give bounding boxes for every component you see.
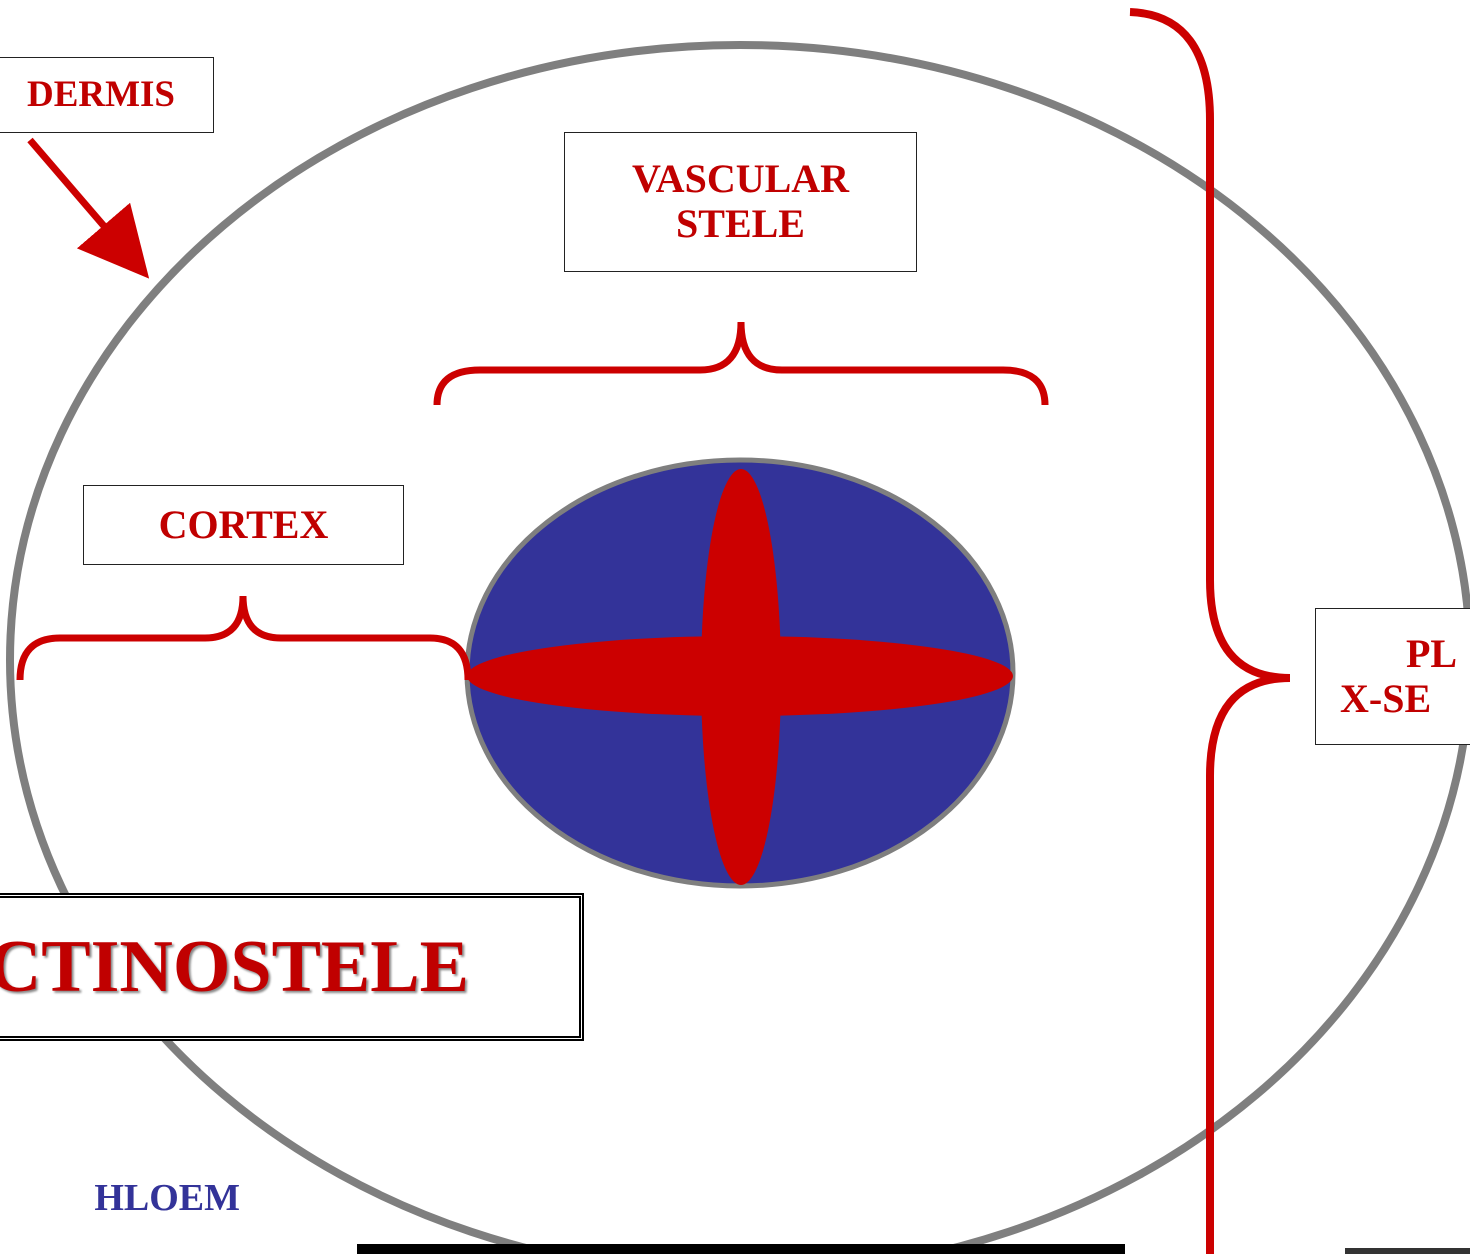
- epidermis-label: DERMIS: [0, 57, 214, 133]
- plant-section-label-line2: X-SE: [1340, 675, 1432, 721]
- outer-epidermis-ellipse: [6, 41, 1470, 1254]
- stele-type-title-box: CTINOSTELE: [0, 893, 584, 1041]
- vascular-stele-label-line2: STELE: [676, 201, 805, 246]
- epidermis-arrow: [27, 137, 150, 279]
- cortex-label: CORTEX: [83, 485, 404, 565]
- phloem-label-text: HLOEM: [94, 1177, 240, 1219]
- plant-section-label: PL X-SE: [1315, 608, 1470, 745]
- phloem-label: HLOEM: [0, 1168, 240, 1228]
- plant-section-brace: [1129, 8, 1291, 1254]
- xylem-arm-vertical: [701, 469, 781, 885]
- vascular-stele-label-line1: VASCULAR: [631, 156, 850, 202]
- bottom-divider-bar: [357, 1244, 1125, 1254]
- epidermis-label-text: DERMIS: [26, 74, 175, 116]
- cortex-brace: [16, 595, 472, 681]
- cortex-label-text: CORTEX: [158, 501, 329, 547]
- stele-type-title: CTINOSTELE: [0, 925, 469, 1008]
- vascular-stele-brace: [433, 321, 1049, 406]
- bottom-right-divider-bar: [1345, 1248, 1470, 1254]
- vascular-stele-label: VASCULAR STELE: [564, 132, 917, 272]
- plant-section-label-line1: PL: [1406, 630, 1458, 676]
